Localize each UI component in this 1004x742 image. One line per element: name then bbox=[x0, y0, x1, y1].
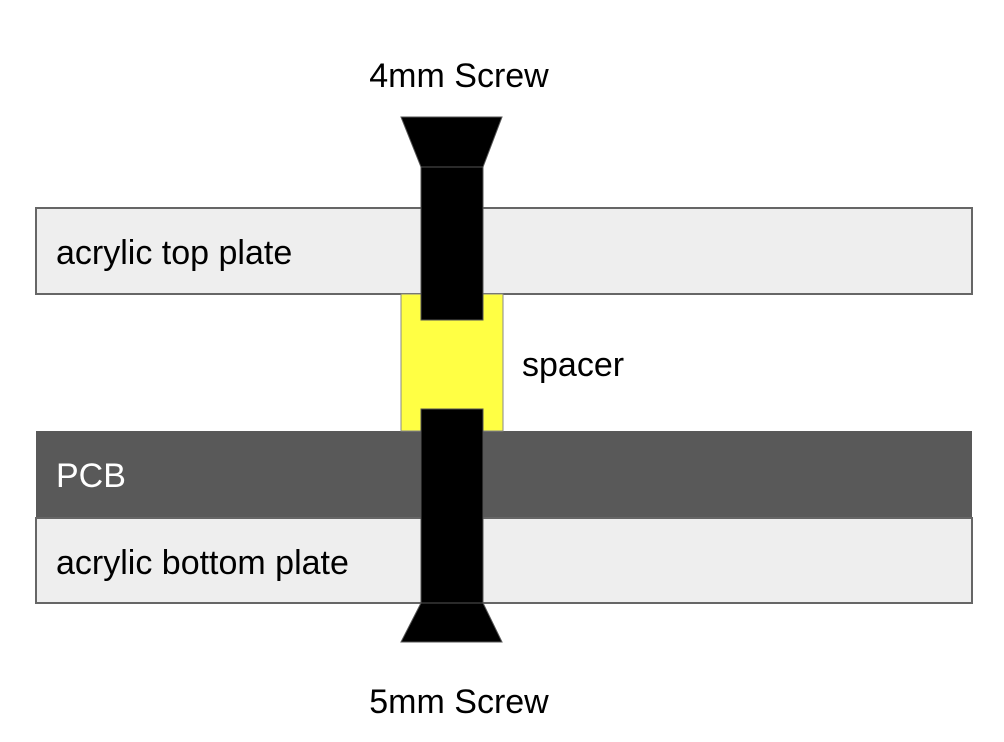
top-screw-shaft bbox=[420, 166, 484, 321]
bottom-screw-shaft bbox=[420, 408, 484, 604]
top-screw-head bbox=[400, 116, 503, 168]
bottom-screw-label: 5mm Screw bbox=[369, 683, 549, 721]
bottom-screw-head bbox=[400, 602, 503, 643]
top-screw-label: 4mm Screw bbox=[369, 57, 549, 95]
spacer-label: spacer bbox=[522, 346, 624, 384]
top-plate bbox=[35, 207, 973, 295]
bottom-plate bbox=[35, 517, 973, 604]
pcb-layer bbox=[36, 431, 972, 518]
bottom-plate-label: acrylic bottom plate bbox=[56, 544, 349, 582]
top-plate-label: acrylic top plate bbox=[56, 234, 292, 272]
pcb-label: PCB bbox=[56, 457, 126, 495]
